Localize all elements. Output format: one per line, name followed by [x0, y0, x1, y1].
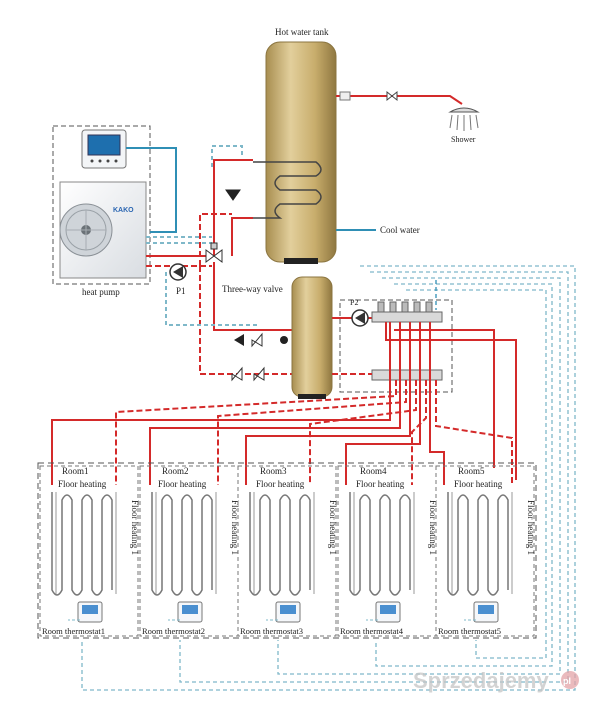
room-heating-label: Floor heating [158, 479, 207, 489]
floor-heating-loop-edge [451, 492, 513, 594]
room-name: Room5 [458, 466, 485, 476]
room-thermostat-label: Room thermostat5 [438, 626, 501, 636]
check-valve-icon [225, 189, 241, 201]
shower-pipe [336, 95, 463, 105]
floor-heating-vertical-label: Floor heating 1 [130, 500, 140, 555]
floor-supply-pipes [51, 322, 517, 485]
room-heating-label: Floor heating [58, 479, 107, 489]
room-name: Room3 [260, 466, 287, 476]
room-box [39, 465, 139, 637]
floor-heating-vertical-label: Floor heating 1 [328, 500, 338, 555]
room-name: Room2 [162, 466, 189, 476]
floor-heating-vertical-label: Floor heating 1 [428, 500, 438, 555]
floor-heating-vertical-label: Floor heating 1 [526, 500, 536, 555]
pump-p2-label: P2 [350, 298, 358, 307]
cool-water-label: Cool water [380, 225, 420, 235]
heat-pump-dashed-box [52, 125, 151, 285]
watermark-text: Sprzedajemy [413, 668, 549, 693]
shower-label: Shower [451, 135, 476, 144]
room-heating-label: Floor heating [454, 479, 503, 489]
room-name: Room4 [360, 466, 387, 476]
buffer-tank [291, 276, 333, 398]
room-thermostat-label: Room thermostat1 [42, 626, 105, 636]
room-box [435, 465, 535, 637]
hot-water-tank-group: Hot water tank [253, 27, 337, 264]
buffer-valves [231, 332, 288, 382]
shower-valve-icon [386, 90, 398, 102]
supply-manifold [371, 311, 443, 323]
controller-cable [126, 147, 177, 233]
pump-p1-label: P1 [176, 286, 186, 296]
room-heating-label: Floor heating [356, 479, 405, 489]
floor-heating-loop-edge [253, 492, 315, 594]
floor-heating-loop-edge [55, 492, 117, 594]
watermark-suffix: pl [563, 676, 571, 686]
tank-coil [253, 161, 322, 219]
room-thermostat-label: Room thermostat2 [142, 626, 205, 636]
watermark: Sprzedajemy pl [413, 668, 579, 693]
controller-screen [87, 134, 121, 156]
room-thermostat-label: Room thermostat4 [340, 626, 404, 636]
three-way-valve-label: Three-way valve [222, 284, 283, 294]
shower-icon [448, 107, 480, 113]
room-thermostat-label: Room thermostat3 [240, 626, 303, 636]
manifold-group: P2 [332, 298, 453, 393]
heat-pump-brand: KAKO [113, 207, 134, 214]
rooms-dashed-box [37, 462, 537, 639]
hot-water-tank-label: Hot water tank [275, 27, 329, 37]
floor-heating-loop [51, 492, 113, 596]
three-way-valve: Three-way valve [205, 242, 283, 294]
heat-pump-group: KAKO heat pump [52, 125, 151, 297]
room-box [237, 465, 337, 637]
control-lines [81, 265, 576, 691]
main-circuit-pipes [146, 145, 292, 375]
floor-heating-loop-edge [155, 492, 217, 594]
heat-pump-label: heat pump [82, 287, 120, 297]
floor-heating-loop [151, 492, 213, 596]
floor-heating-loop-edge [353, 492, 415, 594]
room-heating-label: Floor heating [256, 479, 305, 489]
floor-heating-loop [249, 492, 311, 596]
hot-water-tank [265, 41, 337, 263]
pump-p1: P1 [169, 263, 187, 296]
floor-heating-loop [447, 492, 509, 596]
room-name: Room1 [62, 466, 89, 476]
floor-heating-loop [349, 492, 411, 596]
return-manifold [371, 369, 443, 381]
floor-heating-vertical-label: Floor heating 1 [230, 500, 240, 555]
